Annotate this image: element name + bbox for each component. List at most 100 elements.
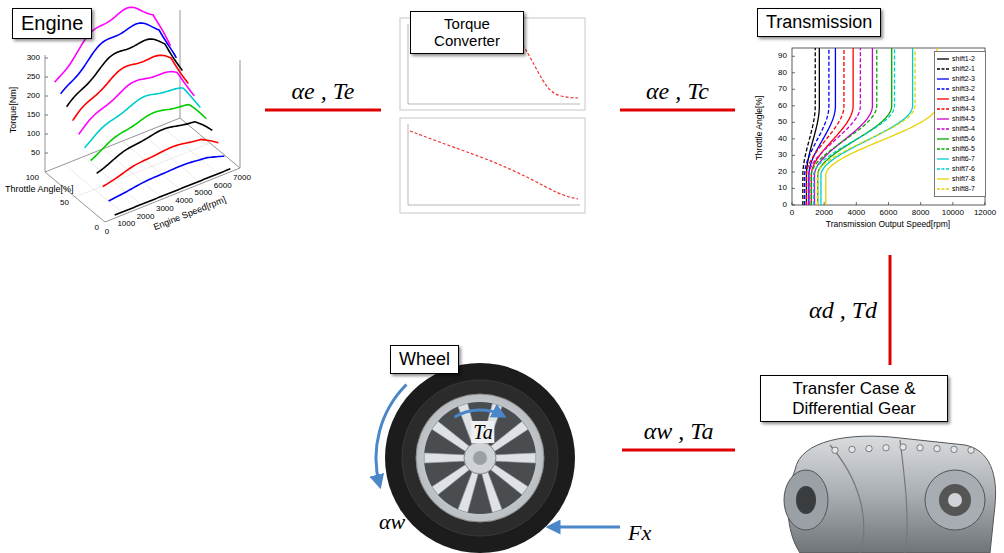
- tick-mark: [856, 202, 857, 205]
- axis-title: Throttle Angle[%]: [755, 96, 764, 161]
- signal-connector: [265, 109, 381, 112]
- torque-curve: [103, 139, 219, 186]
- tick-mark: [792, 122, 795, 123]
- legend-line: [937, 158, 949, 159]
- component-label-box: Torque Converter: [410, 11, 524, 54]
- torque-curve: [85, 88, 201, 148]
- component-panel: Wheel: [370, 335, 615, 553]
- axis-title: Torque[Nm]: [9, 87, 19, 134]
- tick-mark: [792, 56, 795, 57]
- legend-sample: [937, 116, 949, 122]
- rim-spoke: [424, 453, 466, 463]
- signal-connector: [620, 109, 735, 112]
- legend-sample: [937, 176, 949, 182]
- tick-label: 50: [60, 199, 69, 208]
- tick-mark: [45, 153, 48, 154]
- wheel-illustration: [376, 363, 620, 553]
- torque-curve: [79, 72, 195, 135]
- tick-label: 5000: [195, 189, 213, 198]
- legend-line: [937, 128, 949, 129]
- edge-label: αd , Td: [806, 297, 880, 323]
- rim: [416, 394, 544, 522]
- legend-text: shift6-5: [952, 145, 975, 152]
- legend-line: [937, 98, 949, 99]
- flange-bore: [939, 484, 971, 516]
- component-label-box: Engine: [12, 8, 92, 39]
- legend-sample: [937, 86, 949, 92]
- component-name: Transfer Case & Differential Gear: [769, 379, 939, 418]
- tick-label: 60: [778, 101, 787, 110]
- legend-sample: [937, 76, 949, 82]
- legend-line: [937, 68, 949, 69]
- rim-spoke: [432, 464, 471, 495]
- torque-curve: [109, 156, 225, 201]
- legend-sample: [937, 126, 949, 132]
- engine-torque-map: [45, 7, 240, 222]
- component-label-box: Transmission: [757, 8, 881, 37]
- torque-curve: [97, 122, 213, 173]
- tick-label: 40: [778, 134, 787, 143]
- plot-frame: [792, 48, 985, 205]
- legend-entry: shift4-3: [937, 104, 975, 113]
- symbol-label: Ta: [471, 421, 494, 443]
- tick-mark: [920, 202, 921, 205]
- tick-mark: [792, 72, 795, 73]
- rotation-arrow: [376, 384, 406, 484]
- axis-frame: [240, 60, 241, 168]
- transfer-case-illustration: [784, 436, 996, 553]
- hub: [464, 442, 496, 474]
- housing-rib: [830, 445, 864, 553]
- rim-well: [424, 402, 536, 514]
- tick-label: 250: [27, 73, 40, 82]
- edge-label: αe , Tc: [643, 78, 712, 104]
- rim-spoke: [494, 453, 536, 463]
- tick-label: 10000: [942, 209, 964, 218]
- tick-label: 100: [26, 174, 39, 183]
- tick-label: 3000: [156, 204, 174, 213]
- legend-sample: [937, 166, 949, 172]
- bolt: [951, 446, 957, 452]
- torque-curve: [91, 105, 207, 161]
- bolt: [917, 445, 923, 451]
- component-panel: Transfer Case & Differential Gear: [742, 372, 1000, 553]
- tick-label: 50: [31, 149, 40, 158]
- tick-mark: [45, 58, 48, 59]
- torque-arrow: [455, 410, 503, 417]
- tick-label: 70: [778, 85, 787, 94]
- component-name: Transmission: [766, 12, 872, 33]
- tick-label: 2000: [137, 212, 155, 221]
- tick-mark: [792, 138, 795, 139]
- legend-line: [937, 118, 949, 119]
- tick-label: 100: [27, 130, 40, 139]
- tick-label: 90: [778, 52, 787, 61]
- legend-line: [937, 108, 949, 109]
- legend-text: shift4-5: [952, 115, 975, 122]
- bolt: [968, 447, 974, 453]
- legend-line: [937, 138, 949, 139]
- flange: [784, 470, 828, 530]
- shift-curve: [818, 48, 892, 205]
- tick-mark: [45, 115, 48, 116]
- tick-label: 6000: [214, 181, 232, 190]
- legend-text: shift5-4: [952, 125, 975, 132]
- axis-frame: [45, 55, 46, 172]
- plot-frame: [400, 118, 585, 213]
- grid-line: [75, 143, 210, 197]
- tick-mark: [792, 89, 795, 90]
- legend-entry: shift1-2: [937, 54, 975, 63]
- tick-label: 0: [783, 201, 787, 210]
- tick-label: 20: [778, 168, 787, 177]
- bolt: [900, 444, 906, 450]
- force-arrow: [550, 526, 620, 529]
- legend-text: shift3-2: [952, 85, 975, 92]
- axis-frame: [180, 10, 181, 118]
- tick-label: 12000: [974, 209, 996, 218]
- legend-entry: shift3-4: [937, 94, 975, 103]
- tick-label: 150: [27, 111, 40, 120]
- component-name: Torque Converter: [419, 15, 515, 50]
- legend-sample: [937, 106, 949, 112]
- legend-line: [937, 78, 949, 79]
- legend-entry: shift5-4: [937, 124, 975, 133]
- tire-sidewall: [402, 380, 558, 536]
